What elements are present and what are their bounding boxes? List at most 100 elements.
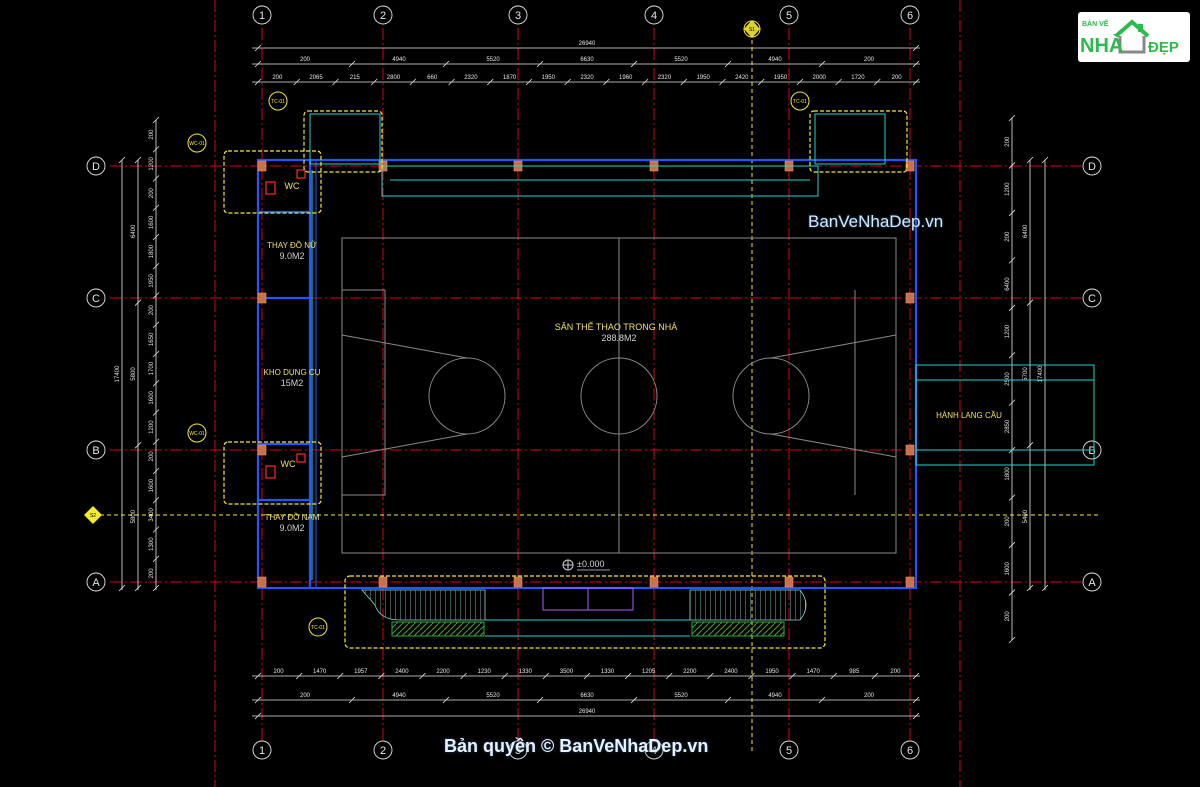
- dimension-tick: [442, 60, 450, 68]
- dim-bottom-detail: 1330: [601, 669, 615, 675]
- dimension-tick: [603, 78, 610, 86]
- dimension-tick: [818, 696, 826, 704]
- dim-left-detail: 1650: [149, 332, 155, 346]
- dim-left-detail: 1700: [149, 361, 155, 375]
- detail-tag-bubble: TC-01: [308, 617, 328, 637]
- dim-bottom-mid: 5520: [674, 693, 688, 699]
- room-name-sports-hall: SÂN THỂ THAO TRONG NHÀ: [555, 321, 678, 332]
- dimension-ticks: [118, 44, 1049, 720]
- dimension-tick: [348, 696, 356, 704]
- dimension-tick: [254, 78, 262, 86]
- dim-right-detail: 200: [1005, 136, 1011, 147]
- dimension-tick: [630, 60, 638, 68]
- dim-left-mid: 5800: [131, 367, 137, 381]
- dimension-tick: [835, 78, 842, 86]
- dimension-tick: [501, 672, 509, 680]
- dim-right-mid: 5400: [1023, 509, 1029, 523]
- dim-top-detail: 2420: [735, 75, 749, 81]
- dim-left-detail: 1200: [149, 157, 155, 171]
- dimension-tick: [152, 262, 160, 270]
- grid-col-label: 1: [259, 745, 265, 757]
- column-mark: [905, 444, 915, 456]
- dim-top-mid: 6630: [580, 57, 594, 63]
- dim-left-detail: 1950: [149, 274, 155, 288]
- detail-tag-bubble: TC-01: [268, 91, 288, 111]
- column-mark: [905, 160, 915, 172]
- dim-bottom-detail: 200: [274, 669, 285, 675]
- dim-right-detail: 1200: [1005, 324, 1011, 338]
- grid-col-label: 2: [380, 745, 386, 757]
- section-marker-top: S1: [743, 20, 761, 38]
- dim-right-mid: 6400: [1023, 224, 1029, 238]
- column-mark: [513, 576, 523, 588]
- dimension-tick: [254, 672, 262, 680]
- section-marker-left: S2: [84, 506, 102, 524]
- dim-left-detail: 200: [149, 304, 155, 315]
- dimension-tick: [254, 696, 262, 704]
- column-mark: [784, 576, 794, 588]
- logo-main-text: NHÀ: [1080, 34, 1123, 57]
- dim-bottom-detail: 1205: [642, 669, 656, 675]
- dimension-tick: [118, 584, 126, 592]
- dimension-tick: [152, 233, 160, 241]
- dim-top-mid: 200: [300, 57, 311, 63]
- dim-top-mid: 200: [864, 57, 875, 63]
- dim-bottom-detail: 1470: [807, 669, 821, 675]
- dimension-tick: [460, 672, 467, 680]
- detail-tag-text: TC-01: [793, 99, 807, 105]
- grid-row-label: C: [92, 293, 100, 305]
- dim-top-detail: 2000: [813, 75, 827, 81]
- room-name-wc-bottom: WC: [281, 459, 296, 469]
- dim-right-detail: 200: [1005, 611, 1011, 622]
- dimension-tick: [419, 672, 426, 680]
- dimension-tick: [118, 156, 126, 164]
- dim-bottom-detail: 3500: [560, 669, 574, 675]
- dimension-tick: [707, 672, 714, 680]
- section-mark-label: S2: [90, 513, 96, 519]
- logo-suffix-text: ĐẸP: [1148, 39, 1179, 56]
- dim-top-detail: 1950: [696, 75, 710, 81]
- section-mark-label: S1: [749, 27, 755, 33]
- dimension-tick: [152, 204, 160, 212]
- dim-top-detail: 2320: [580, 75, 594, 81]
- dim-top-detail: 200: [272, 75, 283, 81]
- dimension-tick: [254, 712, 262, 720]
- grid-row-label: D: [92, 161, 100, 173]
- column-mark: [257, 576, 267, 588]
- grid-col-label: 4: [651, 745, 657, 757]
- dimension-tick: [536, 60, 544, 68]
- column-mark: [649, 576, 659, 588]
- column-mark: [257, 292, 267, 304]
- dim-bottom-mid: 6630: [580, 693, 594, 699]
- dimension-tick: [536, 696, 544, 704]
- dimension-tick: [486, 78, 494, 86]
- dimension-tick: [748, 672, 755, 680]
- grid-row-label: A: [1088, 577, 1096, 589]
- dim-left-detail: 1600: [149, 478, 155, 492]
- grid-col-label: 3: [515, 745, 521, 757]
- dim-bottom-mid: 5520: [486, 693, 500, 699]
- dimension-tick: [293, 78, 300, 86]
- dim-left-detail: 1600: [149, 391, 155, 405]
- dimension-tick: [370, 78, 378, 86]
- room-name-storage: KHO DỤNG CỤ: [264, 368, 321, 377]
- wc-fixtures: [265, 169, 306, 479]
- dim-right-detail: 200: [1005, 516, 1011, 527]
- detail-tag-bubble: WC-01: [187, 133, 207, 153]
- dimension-tick: [1008, 541, 1016, 549]
- house-logo-icon: BẢN VẼ NHÀ ĐẸP: [1078, 12, 1190, 62]
- grid-col-label: 4: [651, 10, 657, 22]
- dim-left-detail: 200: [149, 129, 155, 140]
- grid-row-label: C: [1088, 293, 1096, 305]
- grid-col-label: 5: [786, 745, 792, 757]
- dimension-lines: [121, 47, 1046, 717]
- dim-right-total: 17400: [1038, 365, 1044, 382]
- dimension-tick: [152, 175, 160, 182]
- dimension-tick: [152, 350, 160, 358]
- grid-lines: [110, 0, 1084, 787]
- dimension-tick: [830, 672, 838, 680]
- dimension-tick: [871, 672, 879, 680]
- dimension-tick: [254, 44, 262, 52]
- dimension-tick: [152, 496, 160, 504]
- dim-bottom-detail: 200: [890, 669, 901, 675]
